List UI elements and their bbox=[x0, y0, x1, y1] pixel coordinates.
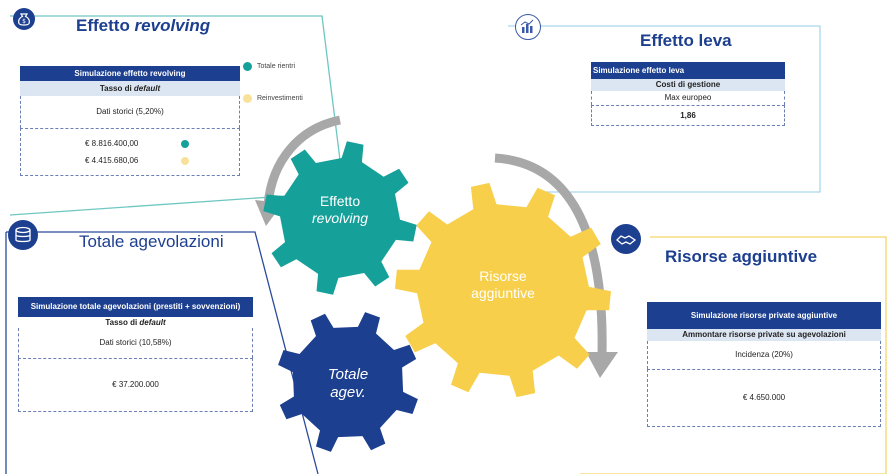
leva-table-subheader: Costi di gestione bbox=[591, 79, 785, 91]
agevolazioni-sub-italic: default bbox=[139, 318, 166, 327]
revolving-title-main: Effetto bbox=[76, 16, 135, 35]
arrow-risorse-head bbox=[586, 352, 618, 378]
revolving-value1: € 8.816.400,00 bbox=[85, 139, 139, 148]
leva-title: Effetto leva bbox=[640, 31, 732, 50]
revolving-value1-row: € 8.816.400,00 bbox=[85, 139, 138, 148]
legend-teal-dot-icon bbox=[243, 62, 252, 71]
revolving-value2: € 4.415.680,06 bbox=[85, 156, 139, 165]
arrow-revolving-curve bbox=[263, 115, 341, 206]
leva-row-max: Max europeo bbox=[591, 91, 785, 105]
gear-totale-line2: agev. bbox=[330, 384, 366, 401]
teal-dot-icon bbox=[181, 140, 189, 148]
revolving-table: Simulazione effetto revolving Tasso di d… bbox=[20, 66, 240, 176]
revolving-value2-row: € 4.415.680,06 bbox=[85, 156, 138, 165]
legend-label-rientri: Totale rientri bbox=[256, 63, 296, 70]
legend-item-rientri: Totale rientri bbox=[243, 62, 295, 71]
agevolazioni-table: Simulazione totale agevolazioni (prestit… bbox=[18, 297, 253, 412]
gear-revolving-line1: Effetto bbox=[319, 193, 361, 209]
revolving-frame bbox=[9, 15, 345, 216]
coins-icon bbox=[8, 220, 38, 250]
leva-frame bbox=[508, 25, 821, 193]
agevolazioni-table-subheader: Tasso di default bbox=[18, 317, 253, 328]
agevolazioni-title: Totale agevolazioni bbox=[79, 232, 224, 251]
risorse-title: Risorse aggiuntive bbox=[665, 247, 818, 266]
revolving-table-header: Simulazione effetto revolving bbox=[20, 66, 240, 81]
gear-layer bbox=[263, 141, 611, 452]
svg-text:$: $ bbox=[22, 18, 26, 25]
money-bag-icon: $ bbox=[13, 8, 35, 30]
agevolazioni-sub-plain: Tasso di bbox=[105, 318, 140, 327]
gear-totale bbox=[278, 312, 418, 452]
risorse-frame bbox=[580, 236, 887, 474]
revolving-sub-plain: Tasso di bbox=[99, 84, 134, 93]
gear-risorse-label: Risorse aggiuntive bbox=[448, 268, 558, 302]
risorse-table: Simulazione risorse private aggiuntive A… bbox=[647, 302, 881, 427]
agevolazioni-table-header: Simulazione totale agevolazioni (prestit… bbox=[18, 297, 253, 317]
agevolazioni-value: € 37.200.000 bbox=[18, 358, 253, 412]
gear-totale-line1: Totale bbox=[327, 366, 369, 383]
risorse-row-incidenza: Incidenza (20%) bbox=[647, 341, 881, 369]
legend-label-reinvestimenti: Reinvestimenti bbox=[256, 95, 303, 102]
gear-revolving-label: Effetto revolving bbox=[290, 193, 390, 227]
risorse-value: € 4.650.000 bbox=[647, 369, 881, 427]
leva-table: Simulazione effetto leva Costi di gestio… bbox=[591, 62, 785, 126]
revolving-title: Effetto revolving bbox=[76, 16, 210, 36]
chart-icon bbox=[515, 14, 541, 40]
yellow-dot-icon bbox=[181, 157, 189, 165]
revolving-row-historic: Dati storici (5,20%) bbox=[20, 96, 240, 128]
gear-totale-label: Totale agev. bbox=[298, 366, 398, 402]
legend-yellow-dot-icon bbox=[243, 94, 252, 103]
revolving-values-cell: € 8.816.400,00 € 4.415.680,06 bbox=[20, 128, 240, 176]
revolving-sub-italic: default bbox=[133, 84, 161, 93]
gear-revolving-line2: revolving bbox=[311, 209, 369, 226]
gear-revolving bbox=[263, 141, 417, 295]
gear-risorse bbox=[395, 182, 611, 398]
leva-table-header: Simulazione effetto leva bbox=[591, 62, 785, 79]
risorse-table-header: Simulazione risorse private aggiuntive bbox=[647, 302, 881, 329]
agevolazioni-row-historic: Dati storici (10,58%) bbox=[18, 328, 253, 358]
gear-risorse-line1: Risorse bbox=[479, 268, 527, 284]
revolving-title-italic: revolving bbox=[134, 16, 211, 35]
gear-risorse-line2: aggiuntive bbox=[471, 284, 535, 301]
handshake-icon bbox=[611, 224, 641, 254]
risorse-table-subheader: Ammontare risorse private su agevolazion… bbox=[647, 329, 881, 341]
legend-item-reinvestimenti: Reinvestimenti bbox=[243, 94, 303, 103]
leva-value: 1,86 bbox=[591, 105, 785, 126]
revolving-table-subheader: Tasso di default bbox=[20, 81, 240, 96]
